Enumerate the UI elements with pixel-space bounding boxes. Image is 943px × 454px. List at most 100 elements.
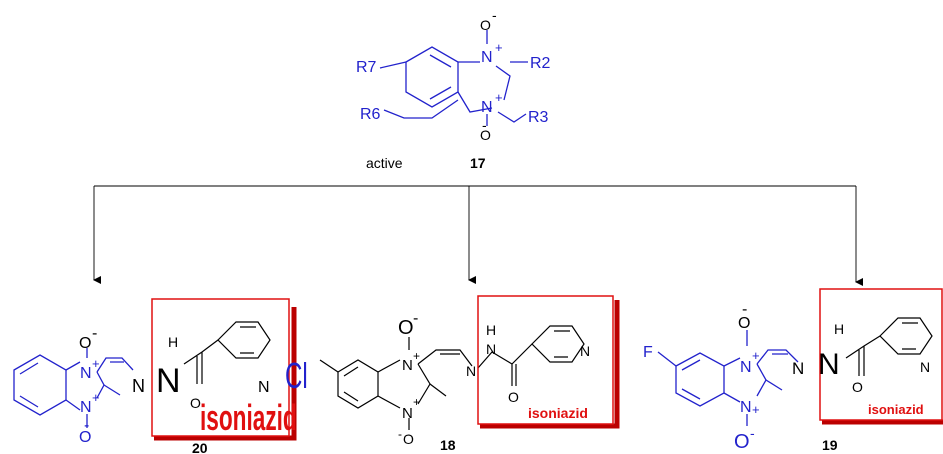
atom-h: H: [168, 334, 178, 350]
pyridine-inner-bonds: [902, 322, 918, 350]
charge-plus-top: +: [752, 348, 760, 363]
benzene-inner-bonds: [681, 359, 701, 400]
atom-n-bottom: N: [481, 99, 493, 116]
atom-pyridine-n: N: [580, 343, 590, 359]
atom-carbonyl-o: O: [508, 389, 519, 405]
substituent-r6: R6: [360, 106, 381, 123]
isoniazid-box-18: isoniazid: [477, 295, 620, 429]
atom-imine-n: N: [132, 376, 145, 396]
compound-20-scaffold: [13, 348, 134, 428]
atom-n-top: N: [80, 365, 92, 382]
isoniazid-label: isoniazid: [528, 405, 588, 421]
isoniazid-label: isoniazid: [200, 399, 297, 439]
benzene-ring: [675, 352, 725, 407]
charge-minus-bottom: -: [398, 427, 402, 441]
atom-n-top: N: [481, 49, 493, 66]
atom-imine-n: N: [792, 359, 804, 378]
atom-pyridine-n: N: [920, 359, 930, 375]
r3-bond: [497, 111, 527, 123]
charge-minus-bottom: -: [750, 425, 755, 441]
charge-plus-bottom: +: [92, 390, 100, 405]
atom-imine-n: N: [466, 363, 476, 379]
charge-plus-bottom: +: [752, 402, 760, 417]
pyridine-ring: [217, 321, 271, 359]
imine-bond: [96, 357, 134, 373]
charge-plus-top: +: [495, 40, 503, 55]
compound-17-oxygens: O - O -: [480, 7, 497, 143]
charge-minus-bottom: -: [482, 117, 487, 133]
atom-o-top: O: [480, 17, 491, 33]
atom-carbonyl-o: O: [190, 395, 201, 411]
substituent-r7: R7: [356, 59, 377, 76]
box-shadow: [154, 307, 297, 441]
atom-n-top: N: [402, 357, 413, 374]
compound-17-structure: [379, 30, 528, 126]
charge-plus-bottom: +: [495, 90, 503, 105]
methyl-bond: [429, 383, 447, 397]
charge-plus-top: +: [92, 356, 100, 371]
atom-amide-n: N: [486, 341, 496, 357]
substituent-r2: R2: [530, 55, 551, 72]
atom-o-bottom: O: [480, 127, 491, 143]
pyridine-inner-bonds: [554, 330, 570, 358]
compound-number-20: 20: [192, 440, 208, 454]
r7-bond: [379, 61, 407, 69]
methyl-bond: [765, 379, 783, 391]
benzene-inner-bonds: [429, 54, 452, 100]
atom-o-bottom: O: [79, 429, 91, 446]
pyridine-ring: [879, 317, 933, 355]
atom-n-bottom: N: [740, 399, 752, 416]
substituent-f: F: [643, 344, 653, 361]
compound-number-18: 18: [440, 437, 456, 453]
atom-amide-n: N: [156, 362, 181, 400]
charge-plus-top: +: [413, 349, 420, 363]
atom-n-bottom: N: [402, 405, 413, 422]
charge-plus-bottom: +: [413, 395, 420, 409]
branch-arrows: [93, 185, 863, 286]
compound-18-atoms: O - N + N + O - N N H O N: [398, 310, 590, 447]
compound-number-17: 17: [470, 155, 486, 171]
hydrazide-chain: [477, 343, 533, 386]
active-label: active: [366, 155, 403, 171]
box-outline: [477, 295, 614, 425]
r6-chain: [383, 99, 459, 119]
imine-bond: [417, 349, 473, 367]
compound-18-scaffold: [319, 325, 585, 430]
atom-pyridine-n: N: [258, 379, 270, 396]
atom-amide-n: N: [818, 348, 840, 381]
charge-minus-top: -: [492, 7, 497, 23]
charge-minus-top: -: [742, 301, 747, 318]
compound-20-atoms: N N + + O - O -: [79, 325, 100, 446]
amide-bond: [845, 335, 881, 376]
atom-h: H: [834, 321, 844, 337]
box-outline: [819, 288, 943, 421]
atom-o-top: O: [738, 315, 750, 332]
n-oxide-ring: [457, 61, 511, 113]
benzene-inner-bonds: [19, 362, 39, 408]
benzene-ring: [13, 354, 67, 416]
charge-minus-top: -: [413, 310, 418, 327]
benzene-inner-bonds: [343, 366, 359, 402]
isoniazid-label: isoniazid: [868, 402, 924, 417]
fluoro-bond: [657, 351, 677, 367]
amide-bond: [183, 339, 219, 384]
atom-carbonyl-o: O: [852, 379, 863, 395]
chloro-bond: [319, 359, 339, 373]
atom-o-bottom: O: [403, 431, 414, 447]
substituent-r3: R3: [528, 109, 549, 126]
imine-bond: [756, 349, 799, 365]
methyl-bond: [103, 384, 121, 396]
atom-n-top: N: [740, 359, 752, 376]
compound-19-atoms: F O - N + N + O - N: [643, 301, 804, 453]
compound-number-19: 19: [822, 437, 838, 453]
pyridine-inner-bonds: [240, 326, 256, 354]
isoniazid-box-19: H N O N isoniazid: [818, 288, 943, 425]
compound-19-scaffold: [657, 330, 799, 426]
pyridine-ring: [531, 325, 585, 363]
box-shadow: [480, 300, 620, 429]
compound-17-labels: R7 R6 R2 R3 N N + +: [356, 40, 551, 126]
atom-o-bottom: O: [734, 431, 750, 453]
atom-o-top: O: [398, 317, 414, 339]
box-outline: [151, 298, 290, 437]
